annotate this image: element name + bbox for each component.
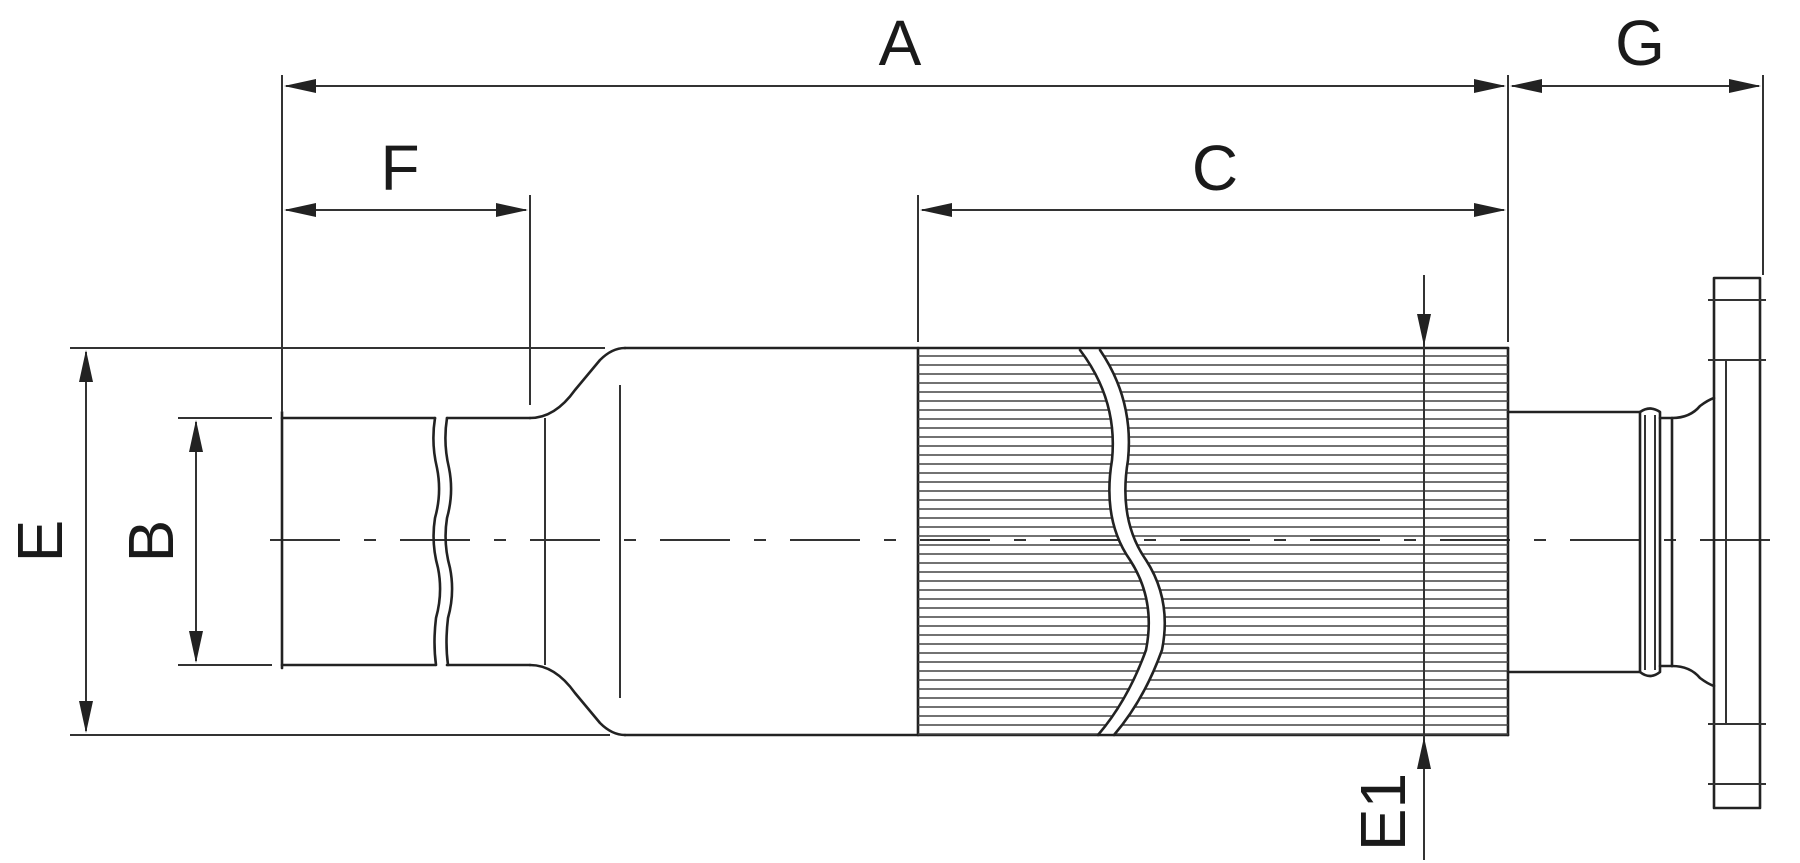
dimension-B (189, 420, 203, 663)
ribbed-section-left (918, 355, 1149, 735)
dimension-E1 (1417, 275, 1431, 860)
dimension-A (284, 79, 1506, 93)
dimension-E (79, 350, 93, 733)
dimension-F (284, 203, 528, 217)
dimension-C (920, 203, 1506, 217)
label-B: B (115, 520, 187, 563)
pipe-spigot (280, 410, 546, 670)
extension-lines (70, 75, 1764, 736)
label-E: E (4, 520, 76, 563)
flange-connector (1506, 276, 1766, 810)
label-E1: E1 (1347, 773, 1419, 851)
pipe-body (623, 346, 1510, 737)
ribbed-section-right (1100, 355, 1508, 735)
label-F: F (380, 132, 419, 204)
label-A: A (879, 7, 922, 79)
label-C: C (1192, 132, 1238, 204)
dimension-G (1510, 79, 1761, 93)
break-line (1078, 348, 1167, 737)
label-G: G (1615, 7, 1665, 79)
transition-cone (528, 346, 627, 737)
